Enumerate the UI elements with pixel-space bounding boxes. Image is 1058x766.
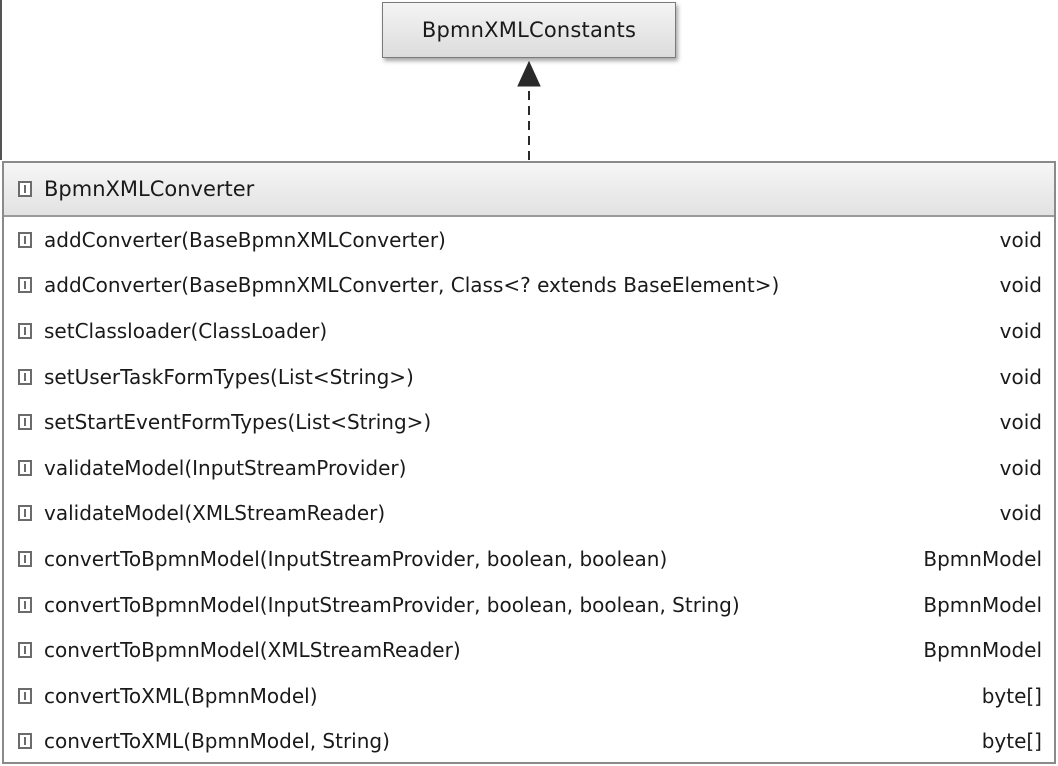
method-signature: setUserTaskFormTypes(List<String>) bbox=[44, 364, 414, 389]
method-icon bbox=[18, 733, 32, 750]
method-return-type: void bbox=[999, 455, 1042, 480]
method-signature: setStartEventFormTypes(List<String>) bbox=[44, 410, 432, 435]
method-row[interactable]: convertToBpmnModel(XMLStreamReader) Bpmn… bbox=[4, 627, 1054, 673]
method-return-type: void bbox=[999, 227, 1042, 252]
method-signature: convertToBpmnModel(XMLStreamReader) bbox=[44, 638, 461, 663]
method-icon bbox=[18, 414, 32, 431]
hollow-triangle-arrow-icon bbox=[517, 60, 541, 87]
method-return-type: void bbox=[999, 410, 1042, 435]
method-row[interactable]: validateModel(XMLStreamReader) void bbox=[4, 491, 1054, 537]
interface-box[interactable]: BpmnXMLConstants bbox=[382, 2, 676, 58]
method-row[interactable]: convertToXML(BpmnModel) byte[] bbox=[4, 673, 1054, 719]
method-row[interactable]: convertToBpmnModel(InputStreamProvider, … bbox=[4, 582, 1054, 628]
method-signature: convertToXML(BpmnModel, String) bbox=[44, 729, 390, 754]
method-return-type: void bbox=[999, 501, 1042, 526]
method-row[interactable]: convertToXML(BpmnModel, String) byte[] bbox=[4, 719, 1054, 765]
method-icon bbox=[18, 231, 32, 248]
method-signature: convertToBpmnModel(InputStreamProvider, … bbox=[44, 592, 740, 617]
class-box[interactable]: BpmnXMLConverter addConverter(BaseBpmnXM… bbox=[2, 161, 1056, 764]
method-row[interactable]: convertToBpmnModel(InputStreamProvider, … bbox=[4, 536, 1054, 582]
method-return-type: void bbox=[999, 318, 1042, 343]
method-return-type: byte[] bbox=[981, 729, 1042, 754]
method-icon bbox=[18, 505, 32, 522]
method-return-type: void bbox=[999, 273, 1042, 298]
class-icon bbox=[18, 181, 32, 197]
method-icon bbox=[18, 642, 32, 659]
method-return-type: byte[] bbox=[981, 683, 1042, 708]
method-row[interactable]: addConverter(BaseBpmnXMLConverter) void bbox=[4, 217, 1054, 263]
method-signature: validateModel(XMLStreamReader) bbox=[44, 501, 386, 526]
method-signature: validateModel(InputStreamProvider) bbox=[44, 455, 407, 480]
method-return-type: BpmnModel bbox=[923, 592, 1042, 617]
method-icon bbox=[18, 368, 32, 385]
method-row[interactable]: setUserTaskFormTypes(List<String>) void bbox=[4, 354, 1054, 400]
method-icon bbox=[18, 596, 32, 613]
method-return-type: BpmnModel bbox=[923, 546, 1042, 571]
method-signature: setClassloader(ClassLoader) bbox=[44, 318, 328, 343]
method-signature: convertToBpmnModel(InputStreamProvider, … bbox=[44, 546, 668, 571]
method-list: addConverter(BaseBpmnXMLConverter) void … bbox=[4, 217, 1054, 764]
diagram-left-edge bbox=[0, 0, 2, 160]
method-row[interactable]: validateModel(InputStreamProvider) void bbox=[4, 445, 1054, 491]
method-signature: addConverter(BaseBpmnXMLConverter, Class… bbox=[44, 273, 780, 298]
class-name: BpmnXMLConverter bbox=[44, 177, 255, 201]
interface-name: BpmnXMLConstants bbox=[421, 18, 637, 42]
method-icon bbox=[18, 550, 32, 567]
method-icon bbox=[18, 687, 32, 704]
method-return-type: BpmnModel bbox=[923, 638, 1042, 663]
method-icon bbox=[18, 459, 32, 476]
method-row[interactable]: addConverter(BaseBpmnXMLConverter, Class… bbox=[4, 263, 1054, 309]
method-return-type: void bbox=[999, 364, 1042, 389]
method-icon bbox=[18, 322, 32, 339]
method-signature: convertToXML(BpmnModel) bbox=[44, 683, 318, 708]
class-header[interactable]: BpmnXMLConverter bbox=[4, 163, 1054, 217]
method-signature: addConverter(BaseBpmnXMLConverter) bbox=[44, 227, 446, 252]
method-icon bbox=[18, 277, 32, 294]
method-row[interactable]: setClassloader(ClassLoader) void bbox=[4, 308, 1054, 354]
method-row[interactable]: setStartEventFormTypes(List<String>) voi… bbox=[4, 399, 1054, 445]
